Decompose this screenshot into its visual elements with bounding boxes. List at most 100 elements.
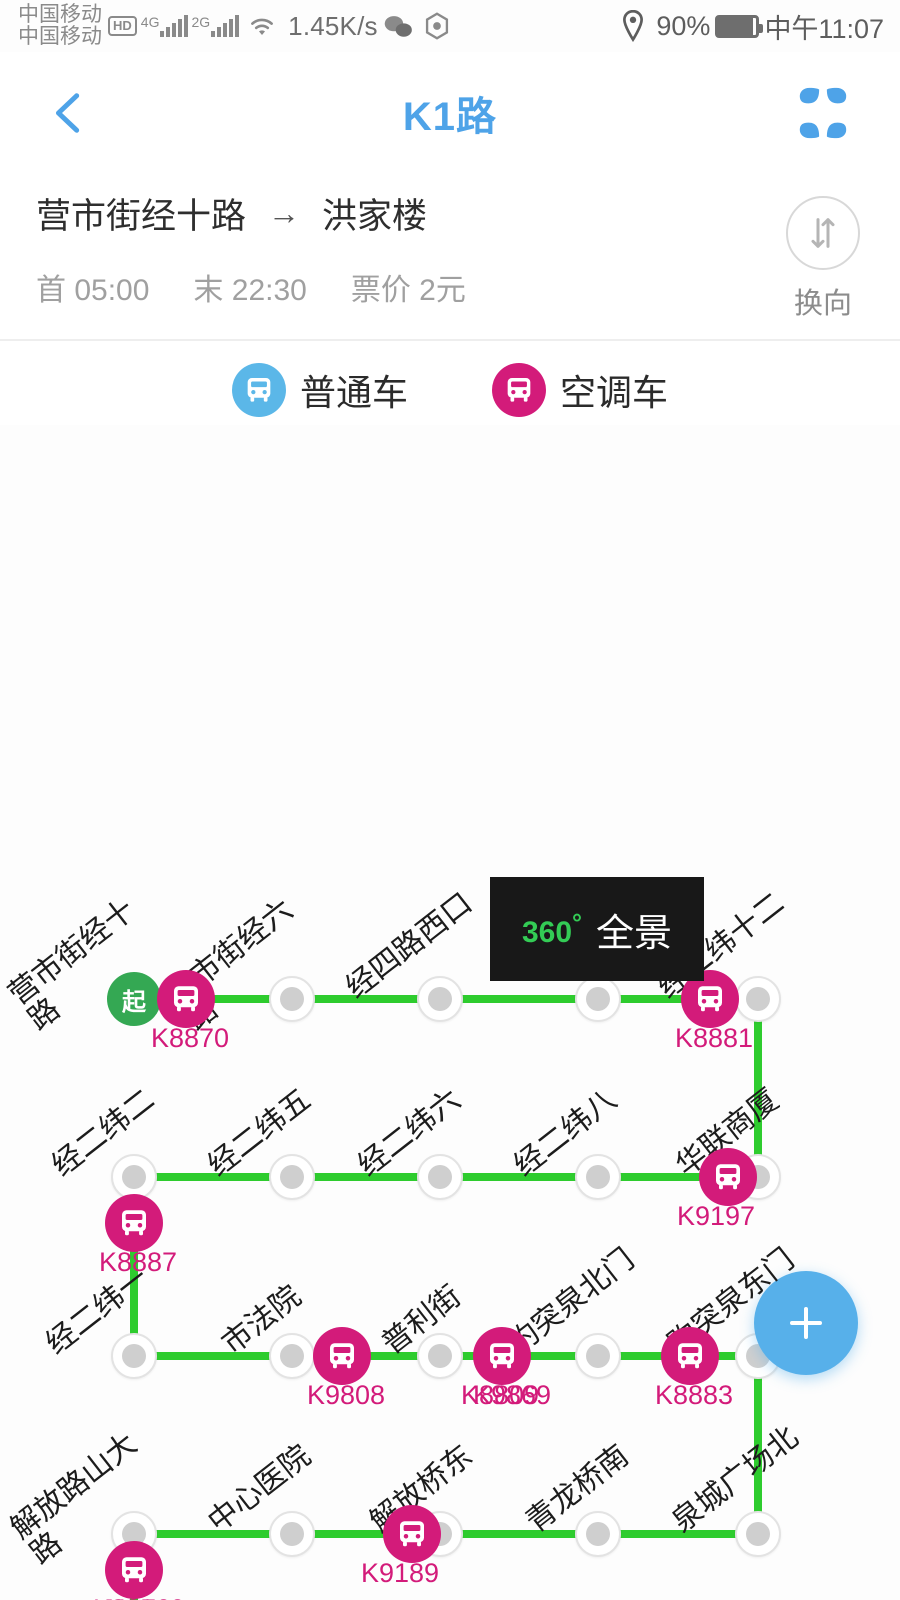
stop-marker[interactable]	[735, 976, 781, 1022]
panorama-label: 全景	[596, 912, 673, 955]
bus-marker[interactable]	[473, 1327, 531, 1385]
route-segment	[156, 1173, 276, 1181]
carrier-line-1: 中国移动	[18, 2, 102, 26]
stop-marker[interactable]	[735, 1511, 781, 1557]
stop-marker[interactable]	[417, 1333, 463, 1379]
route-endpoints: 营市街经十路 → 洪家楼	[36, 188, 864, 239]
route-segment	[518, 1352, 576, 1360]
bus-code-label: K9189	[360, 1558, 440, 1588]
bus-marker[interactable]	[383, 1505, 441, 1563]
route-segment-vertical	[754, 999, 762, 1117]
bus-code-label: K9869	[472, 1380, 552, 1410]
bus-code-label: K8809	[460, 1380, 540, 1410]
back-button[interactable]	[46, 90, 92, 136]
signal-4g-icon: 4G	[141, 15, 189, 37]
route-segment	[156, 1352, 276, 1360]
signal-2g-icon: 2G	[191, 14, 240, 37]
route-segment	[618, 1530, 736, 1538]
stop-marker[interactable]	[417, 976, 463, 1022]
swap-direction-label: 换向	[793, 288, 852, 320]
route-segment	[618, 995, 702, 1003]
location-icon	[620, 10, 646, 42]
bus-code-label: K8881	[674, 1023, 754, 1053]
signal-4g-label: 4G	[140, 14, 160, 30]
route-segment-vertical	[754, 1117, 762, 1179]
bus-marker[interactable]	[105, 1541, 163, 1599]
wifi-icon	[247, 14, 277, 38]
stop-marker[interactable]	[575, 1511, 621, 1557]
bus-code-label: K8887	[98, 1247, 178, 1277]
stop-marker[interactable]	[575, 1333, 621, 1379]
plus-icon	[790, 1307, 822, 1339]
fare: 票价 2元	[350, 274, 466, 307]
add-button[interactable]	[754, 1271, 858, 1375]
stop-marker[interactable]	[269, 1154, 315, 1200]
route-segment	[618, 1352, 664, 1360]
panorama-360-icon: 360°	[522, 909, 582, 950]
route-segment	[312, 1173, 424, 1181]
route-segment-vertical	[130, 1223, 138, 1356]
bus-marker[interactable]	[661, 1327, 719, 1385]
route-segment	[156, 1530, 276, 1538]
stop-marker[interactable]	[269, 976, 315, 1022]
signal-bars-icon	[160, 15, 189, 37]
swap-direction-button[interactable]: 换向	[786, 196, 860, 322]
data-speed: 1.45K/s	[288, 10, 378, 41]
bus-code-label: K9197	[676, 1201, 756, 1231]
carrier-line-2: 中国移动	[18, 25, 102, 48]
route-segment	[356, 1352, 424, 1360]
start-marker: 起	[107, 972, 161, 1026]
status-bar: 中国移动 中国移动 HD 4G 2G 1.45K/s 90% 中午11:07	[0, 0, 900, 52]
stop-marker[interactable]	[269, 1333, 315, 1379]
stop-marker[interactable]	[575, 976, 621, 1022]
panorama-360-text: 360	[521, 915, 573, 949]
last-bus-time: 末 22:30	[193, 274, 307, 307]
legend-item-normal-bus[interactable]: 普通车	[231, 363, 408, 417]
route-segment	[708, 1352, 736, 1360]
bus-code-label: K9870	[93, 1594, 171, 1600]
signal-2g-label: 2G	[191, 14, 211, 30]
bus-marker[interactable]	[105, 1194, 163, 1252]
apps-grid-icon[interactable]	[794, 84, 852, 142]
route-map[interactable]: 起 K8870 K8881 营市街经十 路 营市街经六 路 经四路西口 经二纬十…	[0, 425, 900, 1600]
alipay-icon	[423, 12, 451, 40]
route-segment	[460, 1173, 576, 1181]
hd-icon: HD	[108, 15, 137, 37]
route-segment	[440, 1530, 576, 1538]
status-bar-right: 90% 中午11:07	[615, 0, 884, 52]
route-segment	[312, 995, 424, 1003]
arrow-right-icon: →	[268, 195, 301, 231]
carrier-name: 中国移动 中国移动	[18, 2, 102, 48]
stop-marker[interactable]	[111, 1333, 157, 1379]
clock: 中午11:07	[764, 13, 884, 44]
page-title: K1路	[402, 95, 498, 139]
legend-item-ac-bus[interactable]: 空调车	[492, 363, 668, 417]
legend-label-normal-bus: 普通车	[299, 372, 408, 413]
route-header: 营市街经十路 → 洪家楼 首 05:00 末 22:30 票价 2元 换向	[0, 174, 900, 341]
bus-icon	[492, 363, 546, 417]
battery-icon	[715, 14, 764, 38]
bus-code-label: K9810	[107, 1594, 185, 1600]
stop-label: 泉城广场北	[665, 1420, 805, 1539]
navigation-bar: K1路	[0, 52, 900, 174]
legend-label-ac-bus: 空调车	[560, 372, 669, 413]
route-destination: 洪家楼	[322, 197, 428, 236]
route-segment-vertical	[754, 1377, 762, 1535]
first-bus-time: 首 05:00	[36, 274, 150, 307]
bus-code-label: K9808	[306, 1380, 386, 1410]
stop-marker[interactable]	[269, 1511, 315, 1557]
bus-marker[interactable]	[157, 970, 215, 1028]
route-meta: 首 05:00 末 22:30 票价 2元	[36, 265, 864, 309]
bus-code-label: K8870	[150, 1023, 230, 1053]
panorama-overlay[interactable]: 360° 全景	[490, 877, 704, 981]
wechat-icon	[383, 13, 413, 39]
route-segment	[156, 995, 276, 1003]
signal-bars-icon-2	[211, 15, 240, 37]
bus-marker[interactable]	[699, 1148, 757, 1206]
stop-marker[interactable]	[575, 1154, 621, 1200]
route-origin: 营市街经十路	[36, 197, 247, 236]
route-segment	[460, 995, 576, 1003]
degree-symbol: °	[572, 908, 583, 937]
bus-marker[interactable]	[313, 1327, 371, 1385]
stop-marker[interactable]	[417, 1154, 463, 1200]
